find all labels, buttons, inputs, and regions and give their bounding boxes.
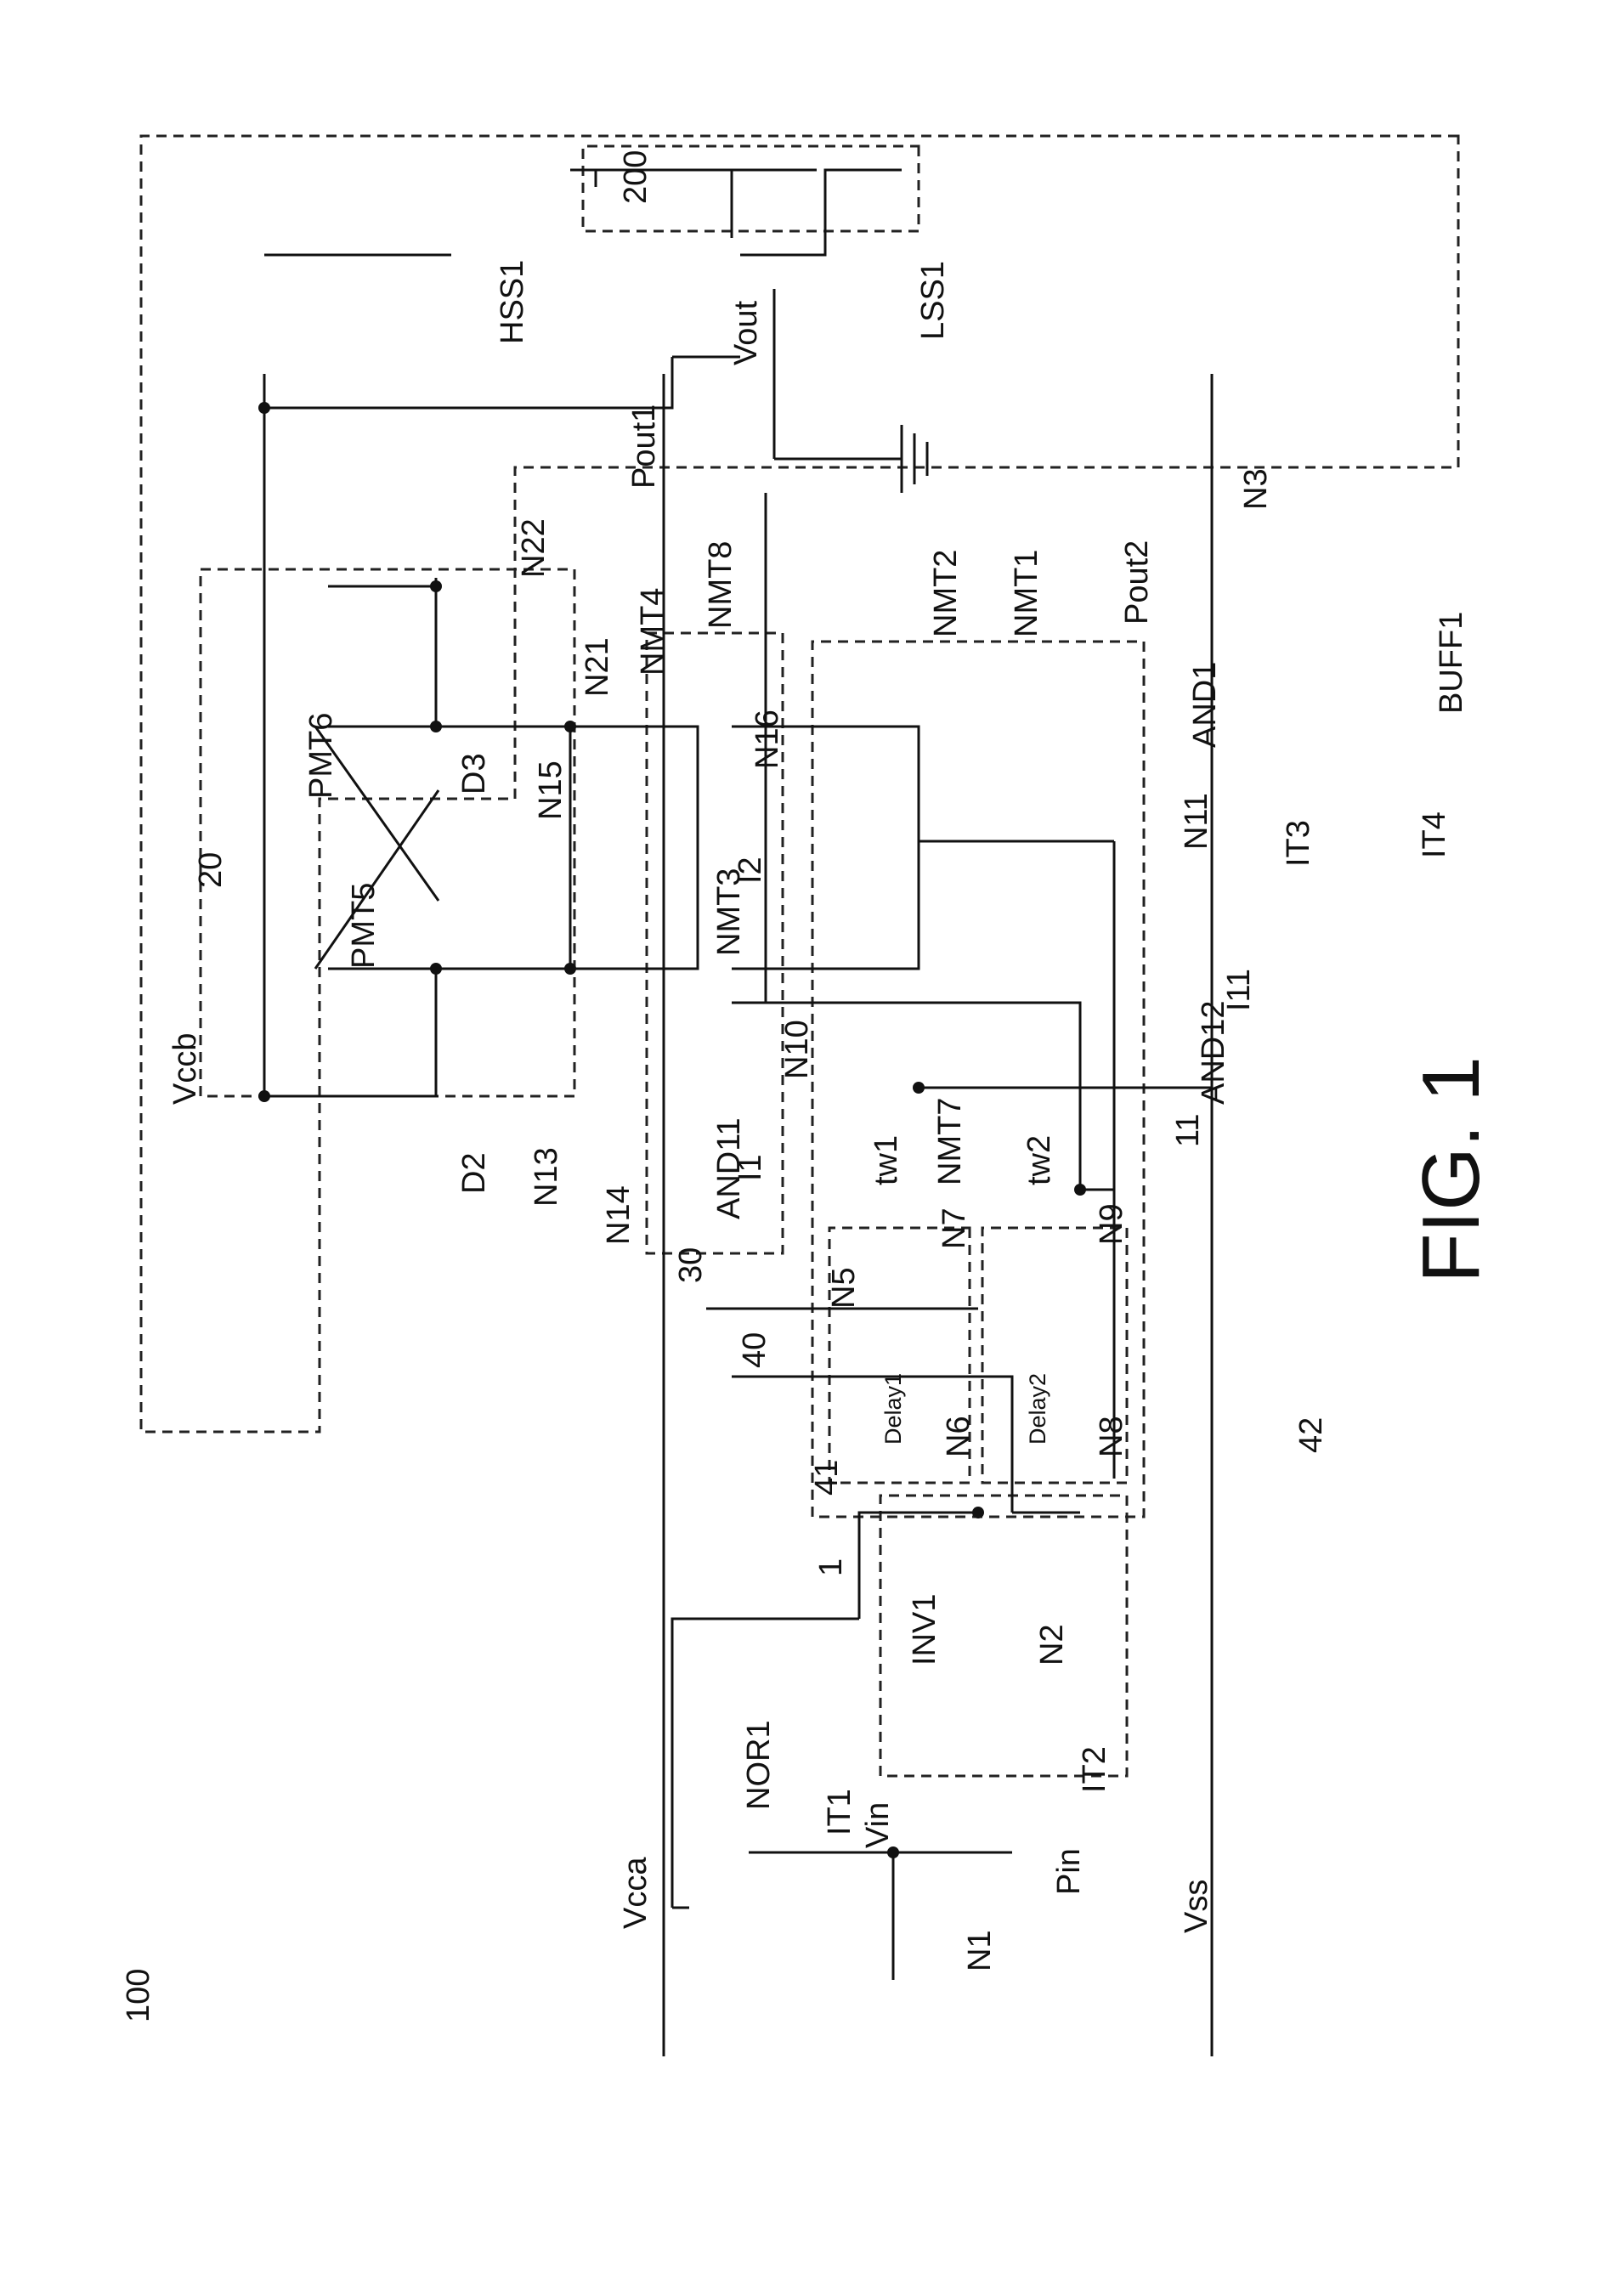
label-vcca: Vcca <box>618 1857 654 1929</box>
label-n2: N2 <box>1034 1624 1070 1665</box>
label-n22: N22 <box>516 518 552 578</box>
label-pmt6: PMT6 <box>303 713 339 799</box>
label-vccb: Vccb <box>167 1033 203 1105</box>
label-n7: N7 <box>936 1207 972 1249</box>
label-n11: N11 <box>1179 793 1214 850</box>
label-vss: Vss <box>1179 1880 1214 1933</box>
label-n9: N9 <box>1094 1203 1129 1245</box>
schematic <box>141 136 1458 2056</box>
label-tw1: tw1 <box>869 1135 904 1185</box>
block-40-outline <box>812 642 1144 1517</box>
label-d3: D3 <box>456 753 492 795</box>
label-and12: AND12 <box>1196 1001 1231 1106</box>
label-20: 20 <box>193 852 229 888</box>
label-inv1: INV1 <box>907 1594 942 1665</box>
label-n8: N8 <box>1094 1416 1129 1457</box>
label-pmt5: PMT5 <box>346 883 382 969</box>
label-i11: I11 <box>1221 969 1257 1011</box>
label-i2: I2 <box>733 857 768 884</box>
label-it3: IT3 <box>1281 820 1316 867</box>
label-42: 42 <box>1293 1417 1329 1453</box>
label-i1: I1 <box>733 1154 768 1181</box>
block-20-outline <box>201 569 574 1096</box>
label-41: 41 <box>809 1460 845 1496</box>
label-it2: IT2 <box>1077 1746 1112 1793</box>
label-n13: N13 <box>529 1147 564 1207</box>
label-n16: N16 <box>750 710 785 769</box>
label-nmt2: NMT2 <box>928 550 964 637</box>
label-vout: Vout <box>728 300 764 365</box>
label-delay1: Delay1 <box>880 1373 906 1445</box>
label-d2: D2 <box>456 1152 492 1194</box>
label-nmt4: NMT4 <box>635 588 671 676</box>
label-n21: N21 <box>580 637 615 697</box>
label-delay2: Delay2 <box>1025 1373 1050 1445</box>
label-11: 11 <box>1170 1114 1206 1147</box>
label-and1: AND1 <box>1187 662 1223 748</box>
label-pout2: Pout2 <box>1119 540 1155 625</box>
label-it4: IT4 <box>1417 812 1452 858</box>
label-n15: N15 <box>533 761 569 820</box>
label-n10: N10 <box>779 1020 815 1079</box>
label-nmt1: NMT1 <box>1009 550 1044 637</box>
label-n1: N1 <box>962 1930 998 1971</box>
label-200: 200 <box>618 150 654 204</box>
labels: FIG. 1 100 200 20 30 40 41 42 1 11 Vcca … <box>121 150 1497 2022</box>
label-n5: N5 <box>826 1267 862 1309</box>
label-n6: N6 <box>941 1416 976 1457</box>
wires <box>264 170 1212 2056</box>
label-1: 1 <box>813 1558 849 1576</box>
label-n3: N3 <box>1238 468 1274 510</box>
label-vin: Vin <box>860 1802 896 1848</box>
label-it1: IT1 <box>822 1789 857 1835</box>
label-nmt7: NMT7 <box>932 1098 968 1185</box>
label-n14: N14 <box>601 1185 637 1245</box>
label-40: 40 <box>737 1332 772 1368</box>
label-pin: Pin <box>1051 1848 1087 1895</box>
label-30: 30 <box>673 1247 709 1283</box>
label-buff1: BUFF1 <box>1434 612 1469 714</box>
label-lss1: LSS1 <box>915 261 951 340</box>
dashed-blocks <box>141 136 1458 1776</box>
label-nmt8: NMT8 <box>703 541 738 629</box>
label-100: 100 <box>121 1969 156 2022</box>
label-pout1: Pout1 <box>626 404 662 489</box>
figure-caption: FIG. 1 <box>1406 1056 1497 1283</box>
label-tw2: tw2 <box>1021 1135 1057 1185</box>
label-hss1: HSS1 <box>495 260 530 344</box>
label-nor1: NOR1 <box>741 1720 777 1810</box>
